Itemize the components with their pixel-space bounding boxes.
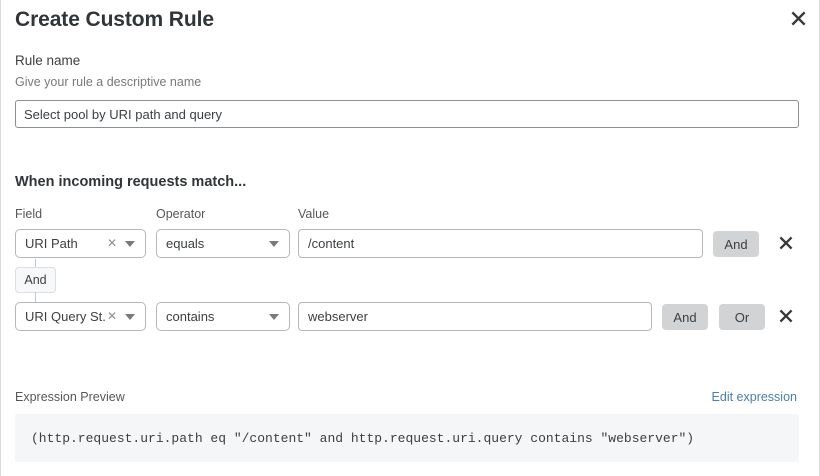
column-header-operator: Operator bbox=[156, 207, 206, 221]
chevron-down-icon bbox=[269, 240, 279, 247]
operator-select-label: equals bbox=[166, 236, 205, 251]
rule-name-help-text: Give your rule a descriptive name bbox=[15, 75, 202, 89]
condition-row: URI Path ✕ equals And bbox=[1, 229, 820, 259]
delete-condition-button[interactable] bbox=[773, 230, 799, 256]
close-icon bbox=[791, 11, 805, 25]
value-input[interactable] bbox=[298, 229, 703, 258]
edit-expression-link[interactable]: Edit expression bbox=[711, 390, 797, 404]
connector-line-bottom bbox=[35, 292, 36, 302]
expression-preview-label: Expression Preview bbox=[15, 390, 125, 404]
chevron-down-icon bbox=[269, 313, 279, 320]
delete-condition-button[interactable] bbox=[773, 303, 799, 329]
connector-line-top bbox=[35, 259, 36, 268]
close-icon bbox=[779, 236, 793, 250]
clear-icon[interactable]: ✕ bbox=[106, 236, 117, 250]
column-header-value: Value bbox=[298, 207, 330, 221]
page-title: Create Custom Rule bbox=[15, 8, 214, 31]
logic-connector: And bbox=[15, 259, 135, 307]
operator-select[interactable]: contains bbox=[156, 302, 290, 331]
or-button[interactable]: Or bbox=[719, 304, 765, 330]
rule-name-input[interactable] bbox=[15, 100, 799, 128]
expression-preview-code: (http.request.uri.path eq "/content" and… bbox=[15, 414, 799, 462]
connector-and-button[interactable]: And bbox=[15, 267, 56, 293]
field-select-label: URI Path bbox=[25, 236, 78, 251]
chevron-down-icon bbox=[125, 313, 135, 320]
value-input[interactable] bbox=[298, 302, 652, 331]
operator-select-label: contains bbox=[166, 309, 215, 324]
operator-select[interactable]: equals bbox=[156, 229, 290, 258]
chevron-down-icon bbox=[125, 240, 135, 247]
close-modal-button[interactable] bbox=[785, 5, 811, 31]
and-button[interactable]: And bbox=[662, 304, 708, 330]
column-header-field: Field bbox=[15, 207, 43, 221]
field-select[interactable]: URI Query St... ✕ bbox=[15, 302, 146, 331]
rule-name-label: Rule name bbox=[15, 53, 81, 68]
close-icon bbox=[779, 309, 793, 323]
match-section-heading: When incoming requests match... bbox=[15, 174, 247, 190]
field-select-label: URI Query St... bbox=[25, 309, 107, 324]
and-button[interactable]: And bbox=[713, 231, 759, 257]
clear-icon[interactable]: ✕ bbox=[106, 309, 117, 323]
condition-row: URI Query St... ✕ contains And Or bbox=[1, 302, 820, 332]
field-select[interactable]: URI Path ✕ bbox=[15, 229, 146, 258]
